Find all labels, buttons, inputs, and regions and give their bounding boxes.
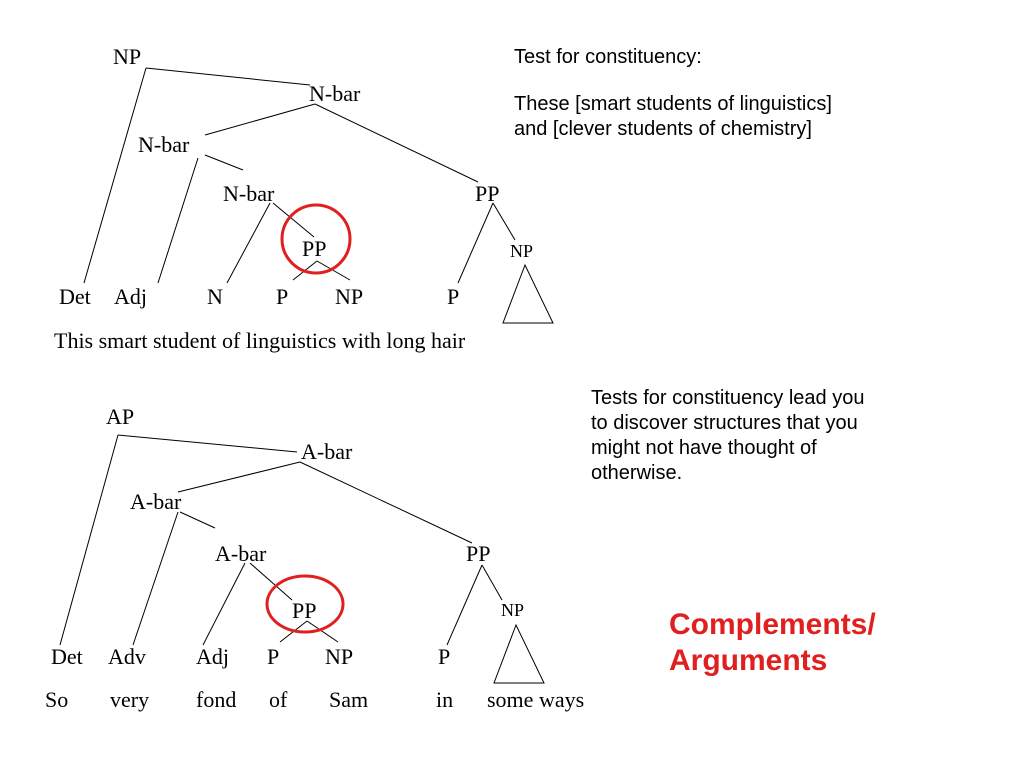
- branch: [316, 260, 351, 281]
- tree1-node-pp-right: PP: [475, 181, 500, 206]
- tree1-pp-circle: [280, 203, 352, 275]
- tree2-terminal-np: NP: [325, 644, 354, 669]
- branch: [132, 511, 179, 646]
- branch: [299, 461, 473, 544]
- tree2-node-np-small: NP: [501, 600, 525, 620]
- tree2-word: of: [269, 687, 288, 712]
- lead-note-line: to discover structures that you: [591, 412, 858, 434]
- tree2-node-abar-low: A-bar: [215, 541, 267, 566]
- tree2-word: very: [110, 687, 150, 712]
- tree1-node-np: NP: [113, 44, 142, 69]
- lead-note-line: otherwise.: [591, 462, 683, 484]
- tree2-word: So: [45, 687, 69, 712]
- lead-note-line: might not have thought of: [591, 437, 817, 459]
- tree2-node-pp-right: PP: [466, 541, 491, 566]
- tree2-node-pp-circled: PP: [292, 598, 317, 623]
- branch: [249, 562, 293, 601]
- branch: [117, 434, 298, 453]
- branch: [177, 461, 301, 493]
- tree1-node-nbar-top: N-bar: [309, 81, 361, 106]
- tree2-node-abar-mid: A-bar: [130, 489, 182, 514]
- branch: [145, 67, 311, 86]
- test-example: These [smart students of linguistics] an…: [514, 92, 832, 142]
- branch: [226, 202, 271, 284]
- tree2-word: some ways: [487, 687, 585, 712]
- branch: [314, 103, 479, 183]
- tree2-node-ap: AP: [106, 404, 135, 429]
- tree1-branches: [83, 67, 554, 324]
- callout-line: Complements/: [669, 608, 876, 641]
- tree2-terminal-p1: P: [267, 644, 280, 669]
- branch: [457, 202, 494, 284]
- tree2-word: Sam: [329, 687, 369, 712]
- tree2-pp-circle: [265, 574, 345, 634]
- tree2-terminal-p2: P: [438, 644, 451, 669]
- branch: [179, 511, 216, 529]
- triangle: [493, 623, 545, 684]
- test-example-line: These [smart students of linguistics]: [514, 93, 832, 115]
- test-heading: Test for constituency:: [514, 46, 702, 68]
- tree2-word: in: [436, 687, 454, 712]
- tree2-terminal-det: Det: [51, 644, 83, 669]
- tree1-terminal-n: N: [207, 284, 223, 309]
- branch: [204, 154, 244, 171]
- tree2-word: fond: [196, 687, 237, 712]
- tree1-node-pp-circled: PP: [302, 236, 327, 261]
- lead-note-line: Tests for constituency lead you: [591, 387, 865, 409]
- tree1-node-nbar-mid: N-bar: [138, 132, 190, 157]
- triangle: [502, 263, 554, 324]
- branch: [157, 157, 199, 284]
- branch: [446, 564, 483, 646]
- branch: [202, 562, 246, 646]
- tree1-terminal-p2: P: [447, 284, 460, 309]
- tree2-terminal-adj: Adj: [196, 644, 229, 669]
- callout-line: Arguments: [669, 644, 828, 677]
- branch: [481, 564, 503, 601]
- tree1-node-nbar-low: N-bar: [223, 181, 275, 206]
- callout: Complements/ Arguments: [669, 607, 876, 679]
- branch: [492, 202, 516, 241]
- branch: [83, 67, 147, 284]
- branch: [204, 103, 316, 136]
- tree1-sentence: This smart student of linguistics with l…: [54, 328, 466, 353]
- tree2-node-abar-top: A-bar: [301, 439, 353, 464]
- tree2-terminal-adv: Adv: [108, 644, 146, 669]
- test-example-line: and [clever students of chemistry]: [514, 118, 812, 140]
- tree1-terminal-p1: P: [276, 284, 289, 309]
- branch: [306, 620, 339, 643]
- lead-note: Tests for constituency lead you to disco…: [591, 386, 864, 486]
- tree1-terminal-np: NP: [335, 284, 364, 309]
- tree1-node-np-small: NP: [510, 241, 534, 261]
- tree1-terminal-det: Det: [59, 284, 91, 309]
- branch: [59, 434, 119, 646]
- branch: [272, 202, 315, 238]
- tree1-terminal-adj: Adj: [114, 284, 147, 309]
